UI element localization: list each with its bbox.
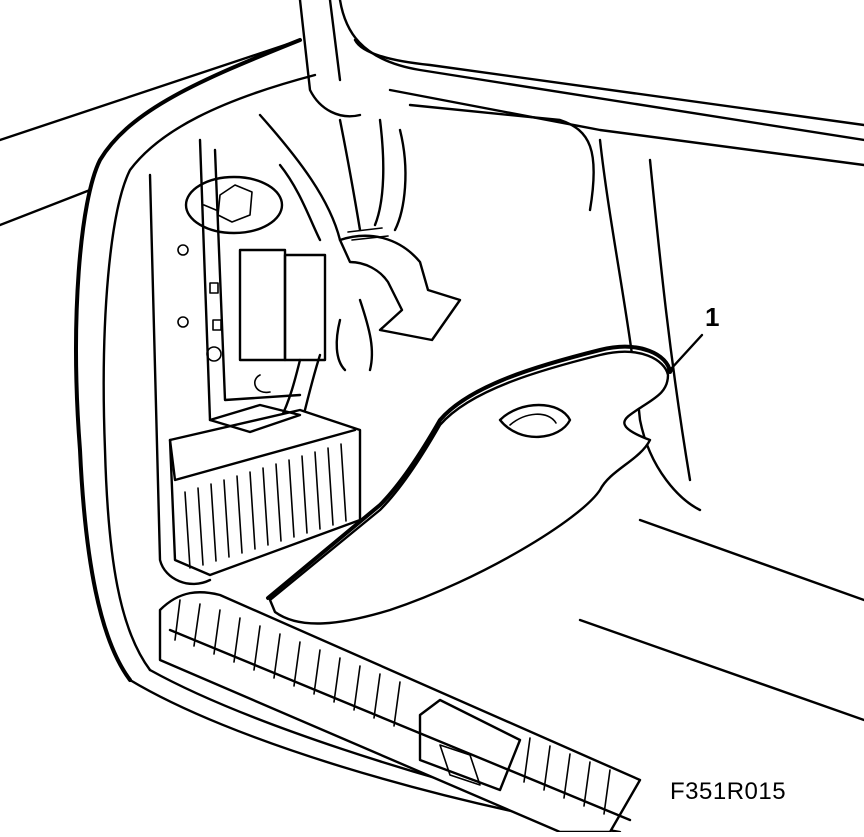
sill-ribs [174, 599, 611, 815]
trim-panel [266, 344, 672, 625]
control-module [168, 403, 362, 577]
inner-cavity [148, 138, 327, 586]
connector-detail [184, 175, 284, 235]
direction-arrow [338, 227, 462, 342]
heatsink-fins [184, 443, 347, 569]
callout-leader-line [668, 333, 704, 372]
callout-label-1: 1 [705, 302, 720, 332]
callout-leader-dot [667, 367, 673, 373]
sill-plate [158, 591, 642, 834]
figure-code: F351R015 [670, 778, 787, 805]
